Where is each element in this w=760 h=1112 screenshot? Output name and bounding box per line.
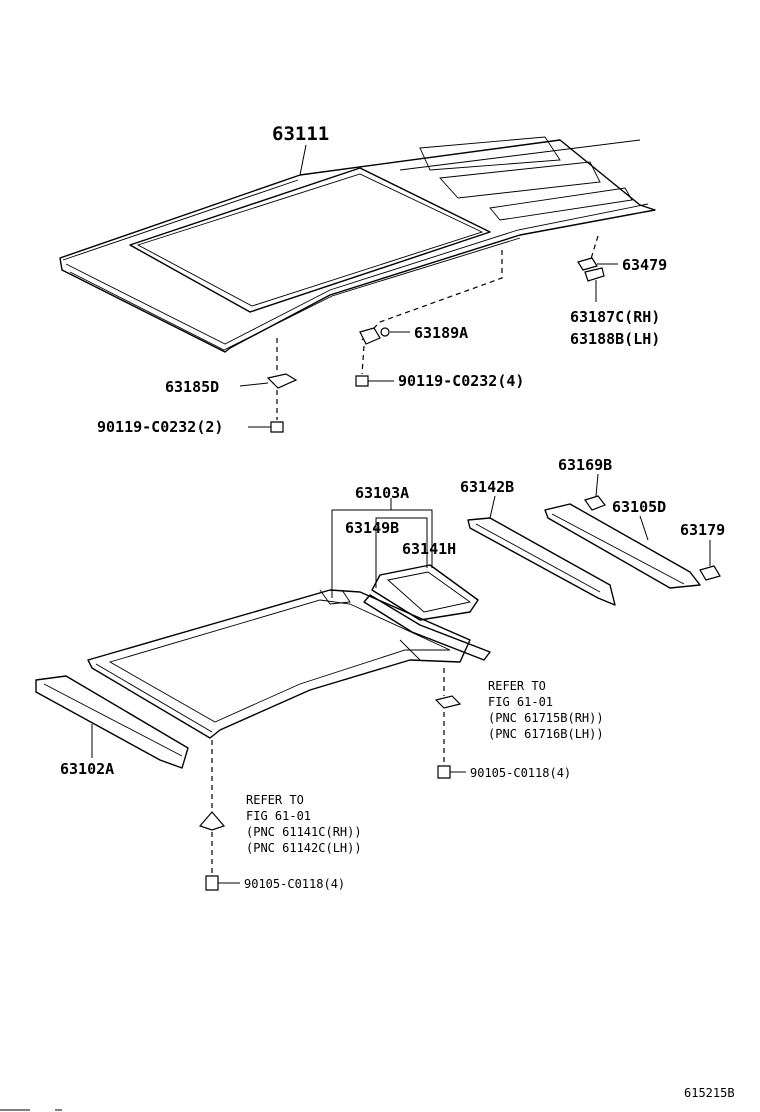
refer-left-line1: REFER TO bbox=[246, 793, 304, 807]
reinforcement-63141h bbox=[363, 564, 491, 661]
label-63185d: 63185D bbox=[165, 378, 219, 396]
bracket-63185d bbox=[239, 338, 298, 433]
figure-id: 615215B bbox=[684, 1086, 735, 1100]
label-90105-c0118-bottom: 90105-C0118(4) bbox=[244, 877, 345, 891]
label-90119-c0232-2: 90119-C0232(2) bbox=[97, 418, 223, 436]
label-63103a: 63103A bbox=[355, 484, 409, 502]
refer-note-left: REFER TO FIG 61-01 (PNC 61141C(RH)) (PNC… bbox=[246, 793, 362, 855]
refer-left-line3: (PNC 61141C(RH)) bbox=[246, 825, 362, 839]
label-63189a: 63189A bbox=[414, 324, 468, 342]
refer-note-right: REFER TO FIG 61-01 (PNC 61715B(RH)) (PNC… bbox=[488, 679, 604, 741]
fastener-right bbox=[434, 668, 466, 779]
roof-panel bbox=[59, 136, 656, 353]
refer-left-line4: (PNC 61142C(LH)) bbox=[246, 841, 362, 855]
bracket-63187c bbox=[577, 235, 618, 302]
clip-63189a bbox=[355, 250, 503, 387]
label-63102a: 63102A bbox=[60, 760, 114, 778]
label-63149b: 63149B bbox=[345, 519, 399, 537]
refer-left-line2: FIG 61-01 bbox=[246, 809, 311, 823]
rail-63142b bbox=[467, 495, 616, 606]
label-90105-c0118-right: 90105-C0118(4) bbox=[470, 766, 571, 780]
label-63111: 63111 bbox=[272, 123, 329, 145]
callout-bracket-63103a bbox=[331, 498, 433, 598]
label-63141h: 63141H bbox=[402, 540, 456, 558]
label-63188b-lh: 63188B(LH) bbox=[570, 330, 660, 348]
refer-right-line3: (PNC 61715B(RH)) bbox=[488, 711, 604, 725]
label-63105d: 63105D bbox=[612, 498, 666, 516]
roof-frame bbox=[87, 589, 471, 739]
label-63179: 63179 bbox=[680, 521, 725, 539]
rail-63105d bbox=[544, 473, 721, 589]
label-63187c-rh: 63187C(RH) bbox=[570, 308, 660, 326]
label-90119-c0232-4: 90119-C0232(4) bbox=[398, 372, 524, 390]
label-63479: 63479 bbox=[622, 256, 667, 274]
refer-right-line1: REFER TO bbox=[488, 679, 546, 693]
refer-right-line2: FIG 61-01 bbox=[488, 695, 553, 709]
header-panel-63102a bbox=[35, 675, 189, 769]
fastener-left bbox=[198, 740, 240, 891]
label-63169b: 63169B bbox=[558, 456, 612, 474]
label-63142b: 63142B bbox=[460, 478, 514, 496]
refer-right-line4: (PNC 61716B(LH)) bbox=[488, 727, 604, 741]
